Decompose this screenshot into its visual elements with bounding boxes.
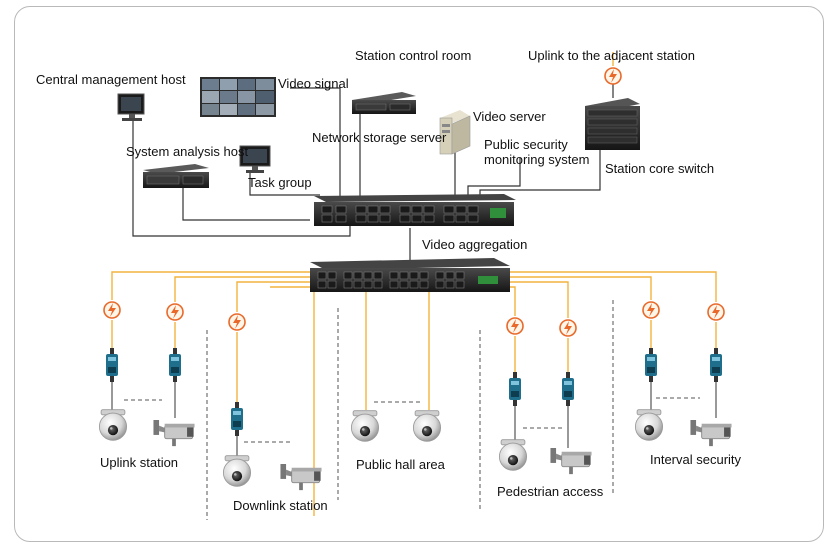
task-group-label: Task group	[248, 175, 312, 190]
media-converter-icon	[509, 372, 521, 406]
bullet-camera-icon	[550, 448, 592, 475]
aggregation-switch-icon	[310, 258, 510, 292]
network-storage-label: Network storage server	[312, 130, 447, 145]
pedestrian-access-label: Pedestrian access	[497, 484, 604, 499]
media-converter-icon	[562, 372, 574, 406]
camera-links	[111, 382, 717, 458]
task-group-monitor-icon	[239, 145, 271, 173]
video-signal-label: Video signal	[278, 76, 349, 91]
public-security-label-1: Public security	[484, 137, 568, 152]
public-security-label-2: monitoring system	[484, 152, 590, 167]
fiber-links	[111, 271, 717, 516]
bullet-camera-icon	[280, 464, 322, 491]
lightning-arrester-icon	[707, 303, 725, 321]
video-server-tower-icon	[439, 110, 471, 155]
lightning-arrester-icon	[103, 301, 121, 319]
uplink-station-label: Uplink station	[100, 455, 179, 470]
dome-camera-icon	[350, 410, 380, 442]
central-management-label: Central management host	[36, 72, 186, 87]
lightning-arrester-icon	[642, 301, 660, 319]
media-converter-icon	[231, 402, 243, 436]
lightning-arrester-icon	[166, 303, 184, 321]
dome-camera-icon	[498, 439, 528, 471]
dome-camera-icon	[222, 455, 252, 487]
bullet-camera-icon	[690, 420, 732, 447]
video-server-label: Video server	[473, 109, 546, 124]
uplink-lightning-arrester-icon	[604, 67, 622, 85]
media-converter-icon	[710, 348, 722, 382]
dome-camera-icon	[412, 410, 442, 442]
station-core-switch-icon	[585, 98, 640, 150]
public-hall-label: Public hall area	[356, 457, 445, 472]
video-wall-icon	[200, 77, 276, 117]
station-control-room-label: Station control room	[355, 48, 472, 63]
dashed-separators	[124, 300, 700, 520]
media-converter-icon	[169, 348, 181, 382]
video-aggregation-label: Video aggregation	[422, 237, 528, 252]
network-storage-rack-server-icon	[352, 92, 416, 114]
uplink-adjacent-label: Uplink to the adjacent station	[528, 48, 695, 63]
interval-security-label: Interval security	[650, 452, 742, 467]
lightning-arrester-icon	[506, 317, 524, 335]
downlink-station-label: Downlink station	[233, 498, 328, 513]
dome-camera-icon	[634, 409, 664, 441]
dome-camera-icon	[98, 409, 128, 441]
access-switch-icon	[314, 194, 516, 226]
lightning-arrester-icon	[559, 319, 577, 337]
bullet-camera-icon	[153, 420, 195, 447]
core-switch-label: Station core switch	[605, 161, 715, 176]
central-management-host-monitor-icon	[117, 93, 145, 121]
media-converter-icon	[645, 348, 657, 382]
cameras	[98, 409, 732, 491]
media-converter-icon	[106, 348, 118, 382]
lightning-arrester-icon	[228, 313, 246, 331]
system-analysis-rack-server-icon	[143, 164, 209, 188]
system-analysis-label: System analysis host	[126, 144, 249, 159]
lightning-arresters	[103, 301, 725, 337]
